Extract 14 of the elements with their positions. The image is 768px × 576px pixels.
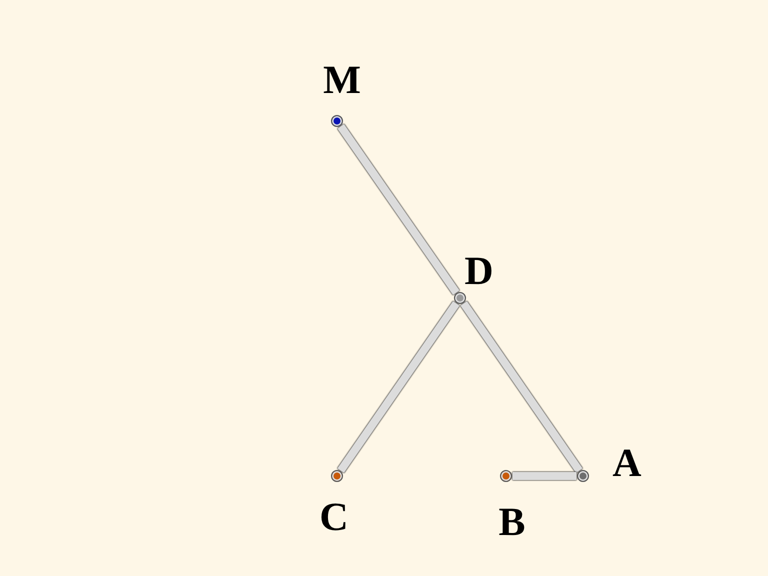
linkage-bar — [337, 124, 460, 295]
joint-point — [330, 470, 342, 482]
point-label: A — [612, 443, 642, 483]
joint-point — [500, 470, 512, 482]
point-label: M — [323, 60, 361, 100]
linkage-bar — [337, 301, 460, 473]
linkage-bar — [512, 472, 576, 480]
point-label: B — [498, 502, 526, 542]
joint-point — [454, 292, 466, 304]
joint-point — [576, 470, 588, 482]
linkage-bar — [460, 301, 583, 473]
point-label: C — [320, 497, 348, 537]
joint-point — [330, 114, 342, 126]
point-label: D — [464, 251, 494, 291]
